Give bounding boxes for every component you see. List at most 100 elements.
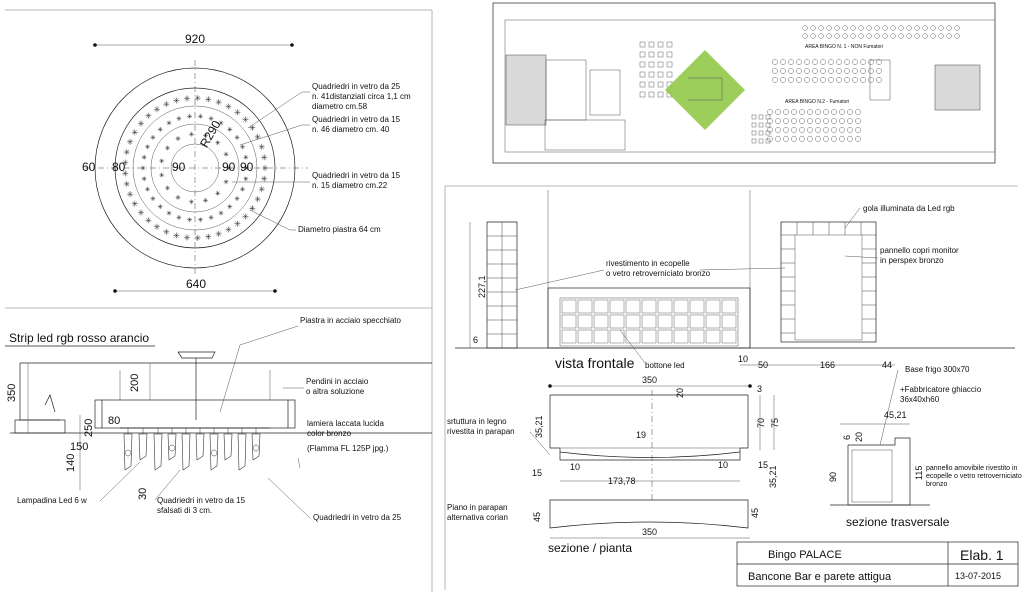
dim-15a: 15 bbox=[532, 468, 542, 478]
chair bbox=[639, 91, 646, 98]
pendini-line2: o altra soluzione bbox=[306, 387, 365, 396]
glass-prism bbox=[215, 230, 222, 237]
glass-prism bbox=[225, 226, 232, 233]
pannello-line2: in perspex bronzo bbox=[880, 256, 944, 265]
dim-50: 50 bbox=[758, 360, 768, 370]
chair bbox=[751, 130, 757, 136]
bar-section-plan: 350 20 3 19 70 75 35,21 srtuttura in leg… bbox=[447, 375, 780, 555]
base-frigo: Base frigo 300x70 bbox=[905, 365, 970, 374]
prism bbox=[153, 433, 163, 471]
bingo-table bbox=[815, 109, 821, 115]
bingo-table bbox=[839, 136, 845, 142]
bingo-table bbox=[780, 68, 786, 74]
bingo-table bbox=[775, 136, 781, 142]
bingo-table bbox=[844, 77, 850, 83]
bingo-table bbox=[828, 59, 834, 65]
glass-prism bbox=[227, 204, 233, 210]
prism bbox=[195, 433, 205, 461]
chair bbox=[751, 114, 757, 120]
glass-prism bbox=[254, 196, 261, 203]
bingo-table bbox=[783, 109, 789, 115]
sezione-pianta: sezione / pianta bbox=[548, 541, 632, 555]
dim-150: 150 bbox=[70, 441, 88, 453]
dim-r290: R290 bbox=[197, 118, 224, 150]
chair bbox=[666, 71, 673, 78]
bingo-table bbox=[839, 127, 845, 133]
bingo-table bbox=[906, 33, 912, 39]
glass-prism bbox=[153, 106, 160, 113]
panel-frames bbox=[5, 9, 1018, 592]
piastra-acciaio-label: Piastra in acciaio specchiato bbox=[300, 316, 401, 325]
glass-prism bbox=[223, 179, 229, 185]
glass-prism bbox=[258, 186, 265, 193]
drawing-date: 13-07-2015 bbox=[955, 571, 1001, 581]
glass-prism bbox=[157, 126, 163, 132]
dim-45b: 45 bbox=[750, 508, 760, 518]
bingo-table bbox=[855, 127, 861, 133]
chair bbox=[765, 138, 771, 144]
fabbricatore-line2: 36x40xh60 bbox=[900, 395, 940, 404]
bingo-table bbox=[772, 59, 778, 65]
dim-19: 19 bbox=[636, 430, 646, 440]
bingo-table bbox=[775, 127, 781, 133]
bingo-table bbox=[799, 127, 805, 133]
glass-prism bbox=[159, 172, 165, 178]
chair bbox=[648, 61, 655, 68]
dim-45a: 45 bbox=[532, 512, 542, 522]
front-tile bbox=[609, 314, 625, 329]
bingo-table bbox=[954, 33, 960, 39]
glass-prism bbox=[234, 196, 240, 201]
bingo-table bbox=[791, 109, 797, 115]
glass-prism bbox=[145, 186, 150, 192]
prism bbox=[181, 433, 191, 471]
bingo-table bbox=[954, 25, 960, 31]
glass-prism bbox=[218, 210, 224, 216]
bingo-table bbox=[823, 136, 829, 142]
bingo-table bbox=[799, 118, 805, 124]
glass-prism bbox=[175, 195, 181, 200]
dim-35-21b: 35,21 bbox=[768, 465, 778, 488]
lampadina-label: Lampadina Led 6 w bbox=[17, 496, 87, 505]
dim-350-top: 350 bbox=[642, 375, 657, 385]
glass-prism bbox=[215, 190, 221, 196]
srtuttura-line2: rivestita in parapan bbox=[447, 427, 515, 436]
bingo-table bbox=[818, 33, 824, 39]
glass-prism bbox=[262, 165, 268, 171]
glass-prism bbox=[223, 151, 229, 157]
chair bbox=[765, 114, 771, 120]
bingo-table bbox=[810, 33, 816, 39]
glass-prism bbox=[243, 154, 249, 160]
bingo-table bbox=[818, 25, 824, 31]
glass-prism bbox=[141, 176, 147, 182]
glass-prism bbox=[249, 205, 256, 212]
drawing-subject: Bancone Bar e parete attigua bbox=[748, 571, 892, 583]
bingo-table bbox=[946, 33, 952, 39]
bingo-table bbox=[839, 109, 845, 115]
glass-prism bbox=[123, 149, 130, 156]
bingo-table bbox=[836, 59, 842, 65]
glass-prism bbox=[150, 196, 156, 201]
dim-140: 140 bbox=[65, 454, 77, 472]
bingo-table bbox=[828, 68, 834, 74]
glass-prism bbox=[150, 135, 156, 140]
chair bbox=[648, 81, 655, 88]
bingo-table bbox=[836, 77, 842, 83]
glass-prism bbox=[234, 220, 241, 227]
front-tile bbox=[721, 299, 737, 314]
bingo-table bbox=[796, 59, 802, 65]
front-tile bbox=[705, 329, 721, 344]
glass-prism bbox=[187, 113, 192, 119]
bingo-table bbox=[772, 68, 778, 74]
dim-80: 80 bbox=[112, 160, 126, 174]
bingo-table bbox=[874, 25, 880, 31]
glass-prism bbox=[205, 96, 212, 103]
pannello-amov-line2: ecopelle o vetro retroverniciato bbox=[926, 473, 1022, 480]
front-tile bbox=[641, 299, 657, 314]
chair bbox=[758, 114, 764, 120]
chair bbox=[639, 41, 646, 48]
front-tile bbox=[689, 329, 705, 344]
front-tile bbox=[561, 314, 577, 329]
vista-frontale: vista frontale bbox=[555, 355, 635, 371]
dim-166: 166 bbox=[820, 360, 835, 370]
glass-prism bbox=[163, 101, 170, 108]
